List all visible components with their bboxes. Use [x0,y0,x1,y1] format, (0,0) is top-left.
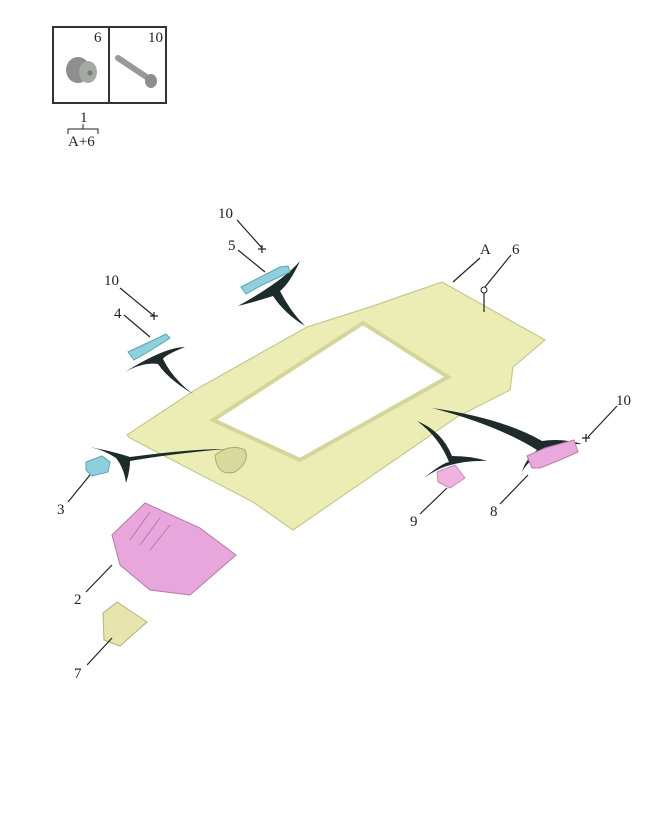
callout-6: 6 [512,242,520,258]
callout-A: A [480,242,491,258]
kit-number: 1 [80,110,88,126]
kit-cell-number-10: 10 [148,30,163,46]
screw-icon [115,55,157,88]
callout-9: 9 [410,514,418,530]
grab-handle-5 [240,265,291,295]
callout-8: 8 [490,504,498,520]
arrow-3 [90,447,225,483]
callout-10-a: 10 [218,206,233,222]
arrow-9 [417,421,487,478]
cover-9 [436,464,466,489]
kit-box: 6 10 1 A+6 [52,26,167,150]
grab-handle-4 [127,333,171,361]
headliner-panel [126,281,547,531]
arrow-5 [238,261,305,326]
grab-handle-8 [526,439,579,469]
callout-2: 2 [74,592,82,608]
kit-contents: A+6 [68,134,95,150]
bracket-7 [102,601,148,647]
callout-10-b: 10 [104,273,119,289]
callout-10-c: 10 [616,393,631,409]
arrow-4 [125,347,193,394]
overhead-console-2 [111,502,237,596]
callout-4: 4 [114,306,122,322]
callout-5: 5 [228,238,236,254]
kit-cell-number-6: 6 [94,30,102,46]
lamp-3 [85,455,111,477]
clip-icon [66,57,97,83]
callout-3: 3 [57,502,65,518]
callout-7: 7 [74,666,82,682]
